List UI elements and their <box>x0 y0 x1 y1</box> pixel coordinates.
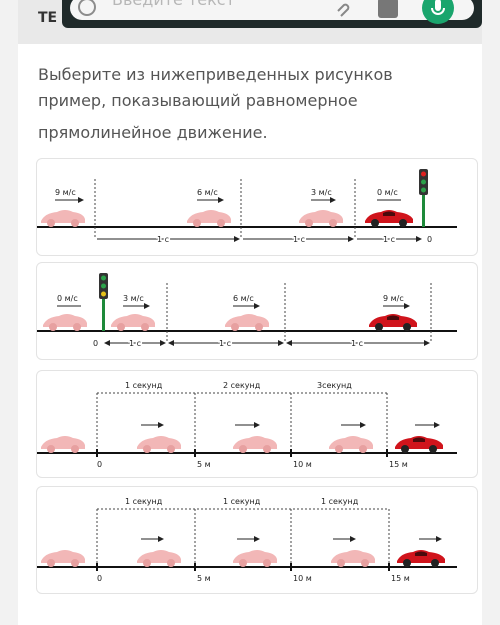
car-ghost <box>331 550 375 567</box>
question-line-3: прямолинейное движение. <box>38 123 268 142</box>
speed-label: 9 м/с <box>383 294 404 303</box>
car-ghost <box>329 436 373 453</box>
speed-label: 6 м/с <box>233 294 254 303</box>
interval-label: 1 с <box>351 339 363 348</box>
question-line-2: пример, показывающий равномерное <box>38 91 358 110</box>
car-red <box>397 550 445 567</box>
speed-label: 6 м/с <box>197 188 218 197</box>
distance-label: 10 м <box>293 574 312 583</box>
search-input[interactable]: Введите текст <box>112 0 235 9</box>
speed-label: 0 м/с <box>377 188 398 197</box>
option-2-figure: 0 м/с 3 м/с 6 м/с 9 м/с 0 1 с 1 с 1 с <box>37 273 457 350</box>
end-marker: 0 <box>427 235 432 244</box>
car-red <box>365 210 413 227</box>
speed-label: 9 м/с <box>55 188 76 197</box>
option-3-figure: 1 секунд 2 секунд 3секунд 0 5 м 10 м 15 … <box>37 381 457 469</box>
option-3[interactable]: 1 секунд 2 секунд 3секунд 0 5 м 10 м 15 … <box>36 370 478 478</box>
car-ghost <box>187 210 231 227</box>
option-4-figure: 1 секунд 1 секунд 1 секунд 0 5 м 10 м 15… <box>37 497 457 583</box>
speed-label: 3 м/с <box>311 188 332 197</box>
option-4[interactable]: 1 секунд 1 секунд 1 секунд 0 5 м 10 м 15… <box>36 486 478 594</box>
interval-label: 1 с <box>129 339 141 348</box>
interval-label: 1 секунд <box>125 497 163 506</box>
start-marker: 0 <box>93 339 98 348</box>
interval-label: 1 секунд <box>125 381 163 390</box>
car-ghost <box>233 550 277 567</box>
distance-label: 0 <box>97 460 102 469</box>
car-ghost <box>41 436 85 453</box>
interval-label: 2 секунд <box>223 381 261 390</box>
image-icon[interactable] <box>378 0 398 18</box>
speed-label: 0 м/с <box>57 294 78 303</box>
interval-label: 1 с <box>219 339 231 348</box>
microphone-button[interactable] <box>422 0 454 24</box>
car-ghost <box>41 550 85 567</box>
distance-label: 15 м <box>389 460 408 469</box>
question-text: Выберите из нижеприведенных рисунков при… <box>38 62 458 146</box>
distance-label: 15 м <box>391 574 410 583</box>
interval-label: 1 секунд <box>223 497 261 506</box>
task-label: ТЕ <box>38 10 58 26</box>
car-ghost <box>111 314 155 331</box>
car-ghost <box>137 550 181 567</box>
distance-label: 5 м <box>197 460 211 469</box>
question-line-1: Выберите из нижеприведенных рисунков <box>38 65 393 84</box>
car-ghost <box>225 314 269 331</box>
distance-label: 0 <box>97 574 102 583</box>
car-ghost <box>299 210 343 227</box>
option-1-figure: 9 м/с 6 м/с 3 м/с 0 м/с 1 с 1 с 1 с 0 <box>37 169 457 246</box>
car-ghost <box>233 436 277 453</box>
distance-label: 10 м <box>293 460 312 469</box>
camera-icon[interactable] <box>78 0 96 16</box>
distance-label: 5 м <box>197 574 211 583</box>
interval-label: 1 с <box>157 235 169 244</box>
car-ghost <box>137 436 181 453</box>
interval-label: 1 с <box>383 235 395 244</box>
interval-label: 1 секунд <box>321 497 359 506</box>
car-red <box>395 436 443 453</box>
interval-label: 1 с <box>293 235 305 244</box>
attach-icon[interactable] <box>332 0 352 18</box>
car-red <box>369 314 417 331</box>
speed-label: 3 м/с <box>123 294 144 303</box>
car-ghost <box>41 210 85 227</box>
option-2[interactable]: 0 м/с 3 м/с 6 м/с 9 м/с 0 1 с 1 с 1 с <box>36 262 478 360</box>
car-ghost <box>43 314 87 331</box>
interval-label: 3секунд <box>317 381 352 390</box>
search-field[interactable]: Введите текст <box>70 0 474 24</box>
search-bar[interactable]: Введите текст <box>62 0 482 28</box>
option-1[interactable]: 9 м/с 6 м/с 3 м/с 0 м/с 1 с 1 с 1 с 0 <box>36 158 478 256</box>
